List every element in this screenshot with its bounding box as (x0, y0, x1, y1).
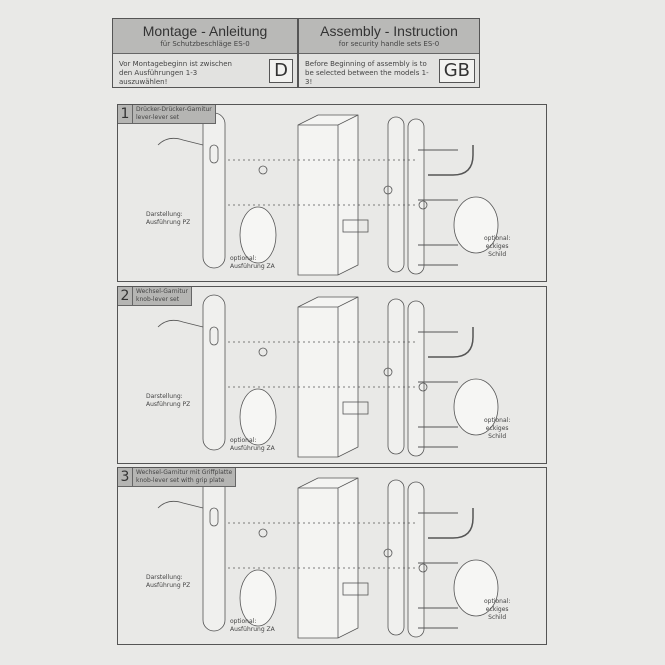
darstellung-label: Darstellung: (146, 211, 183, 218)
optional-label: optional: (484, 598, 511, 605)
za-label: Ausführung ZA (230, 445, 275, 452)
pz-label: Ausführung PZ (146, 401, 191, 408)
panel-label-en: lever-lever set (136, 114, 179, 121)
lang-badge-de: D (269, 59, 293, 83)
panel-label-en: knob-lever set (136, 296, 180, 303)
panel-label-de: Wechsel-Garnitur mit Griffplatte (136, 469, 233, 476)
title-de: Montage - Anleitung (142, 23, 268, 39)
panel-label-de: Wechsel-Garnitur (136, 288, 189, 295)
schild-label: Schild (488, 433, 507, 440)
title-gb: Assembly - Instruction (320, 23, 458, 39)
eckiges-label: eckiges (485, 243, 509, 250)
darstellung-label: Darstellung: (146, 393, 183, 400)
panel-label-de: Drücker-Drücker-Garnitur (136, 106, 212, 113)
za-label: Ausführung ZA (230, 626, 275, 633)
optional-label: optional: (230, 618, 257, 625)
za-label: Ausführung ZA (230, 263, 275, 270)
subtitle-gb: for security handle sets ES-0 (338, 40, 440, 48)
panel-number: 2 (118, 287, 133, 305)
optional-label: optional: (484, 235, 511, 242)
pz-label: Ausführung PZ (146, 582, 191, 589)
darstellung-label: Darstellung: (146, 574, 183, 581)
optional-label: optional: (484, 417, 511, 424)
body-de: Vor Montagebeginn ist zwischen den Ausfü… (119, 60, 232, 86)
assembly-diagram (157, 112, 499, 276)
optional-label: optional: (230, 437, 257, 444)
eckiges-label: eckiges (485, 606, 509, 613)
optional-label: optional: (230, 255, 257, 262)
eckiges-label: eckiges (485, 425, 509, 432)
lang-badge-gb: GB (438, 59, 475, 83)
panel-number: 3 (118, 468, 133, 486)
panel-label-en: knob-lever set with grip plate (136, 477, 225, 484)
schild-label: Schild (488, 251, 507, 258)
assembly-diagram (157, 294, 499, 458)
subtitle-de: für Schutzbeschläge ES-0 (160, 40, 250, 48)
body-gb: Before Beginning of assembly is to be se… (305, 60, 429, 86)
panel-number: 1 (118, 105, 133, 123)
pz-label: Ausführung PZ (146, 219, 191, 226)
assembly-diagram (157, 475, 499, 639)
schild-label: Schild (488, 614, 507, 621)
